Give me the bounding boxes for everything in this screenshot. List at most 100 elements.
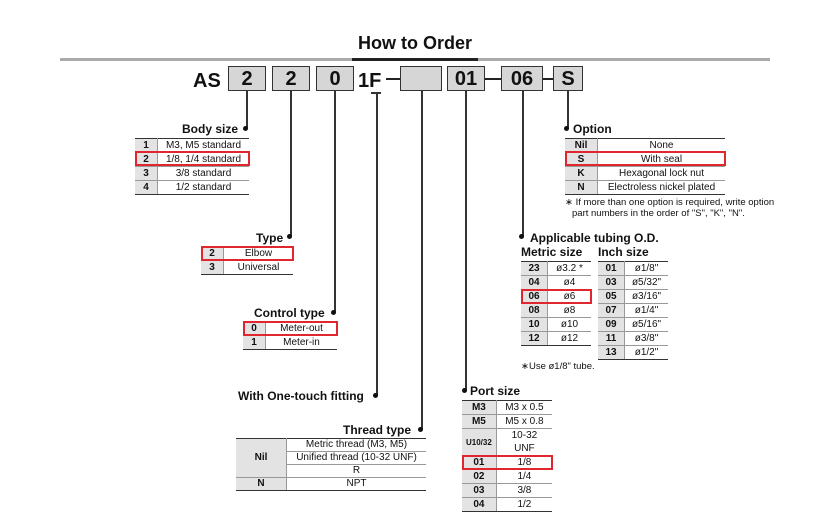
row-value: R	[286, 464, 426, 478]
code-box-port-size: 01	[447, 66, 485, 91]
code-box-tubing: 06	[501, 66, 543, 91]
inch-size-label: Inch size	[598, 245, 649, 259]
leader-option	[567, 91, 569, 129]
row-value: 1/2 standard	[157, 180, 249, 195]
selected-option-highlight	[565, 151, 726, 166]
row-value: ø10	[547, 317, 591, 332]
code-dash	[386, 78, 400, 80]
type-label: Type	[256, 231, 284, 245]
row-value: 1/4	[496, 469, 552, 484]
row-value: ø4	[547, 275, 591, 290]
row-value: M3 x 0.5	[496, 400, 552, 415]
row-key: 13	[598, 345, 625, 360]
row-key: 05	[598, 289, 625, 304]
leader-thread-type	[421, 91, 423, 430]
row-value: ø3/16"	[624, 289, 668, 304]
row-key: 03	[598, 275, 625, 290]
row-value: ø8	[547, 303, 591, 318]
one-touch-label: With One-touch fitting	[238, 389, 364, 403]
code-box-control-type: 0	[316, 66, 354, 91]
row-value: 1/8, 1/4 standard	[157, 152, 249, 167]
row-value: ø3.2 *	[547, 261, 591, 276]
leader-dot	[519, 234, 524, 239]
row-key: 3	[201, 260, 224, 275]
selected-control-type-highlight	[243, 321, 338, 336]
row-value: Universal	[223, 260, 293, 275]
table-row: R	[236, 464, 426, 478]
option-label: Option	[573, 122, 612, 136]
code-dash	[485, 78, 501, 80]
row-key: 02	[462, 469, 497, 484]
tubing-label: Applicable tubing O.D.	[530, 231, 659, 245]
leader-type	[290, 91, 292, 237]
leader-dot	[287, 234, 292, 239]
row-value: NPT	[286, 477, 426, 491]
row-key: 01	[598, 261, 625, 276]
leader-port-size	[465, 91, 467, 391]
row-key: 04	[462, 497, 497, 512]
row-value: ø1/4"	[624, 303, 668, 318]
row-key: 07	[598, 303, 625, 318]
row-key: N	[565, 180, 598, 195]
row-key: 3	[135, 166, 158, 181]
row-value: ø1/2"	[624, 345, 668, 360]
selected-port-size-highlight	[462, 455, 553, 470]
row-key: 04	[521, 275, 548, 290]
row-value: M5 x 0.8	[496, 414, 552, 429]
code-box-thread-type	[400, 66, 442, 91]
row-key: 10	[521, 317, 548, 332]
row-value: 1/2	[496, 497, 552, 512]
leader-control-type	[334, 91, 336, 313]
code-one-touch: 1F	[358, 70, 382, 92]
row-key: 08	[521, 303, 548, 318]
row-key: M5	[462, 414, 497, 429]
leader-dot	[462, 388, 467, 393]
table-row: Unified thread (10-32 UNF)	[236, 451, 426, 465]
row-value: ø5/16"	[624, 317, 668, 332]
selected-tubing-highlight	[521, 289, 592, 304]
row-key: N	[236, 477, 287, 491]
row-value: With seal	[597, 152, 725, 167]
row-key: 4	[135, 180, 158, 195]
row-value: 3/8 standard	[157, 166, 249, 181]
selected-type-highlight	[201, 246, 294, 261]
option-note-line1: ∗ If more than one option is required, w…	[565, 197, 775, 208]
row-value: ø12	[547, 331, 591, 346]
leader-dot	[418, 427, 423, 432]
code-dash	[543, 78, 553, 80]
port-size-label: Port size	[470, 384, 521, 398]
row-key: 03	[462, 483, 497, 498]
row-value: ø1/8"	[624, 261, 668, 276]
option-note-line2: part numbers in the order of "S", "K", "…	[572, 208, 745, 219]
leader-dot	[564, 126, 569, 131]
thread-type-label: Thread type	[343, 423, 412, 437]
row-key: 1	[243, 335, 266, 350]
